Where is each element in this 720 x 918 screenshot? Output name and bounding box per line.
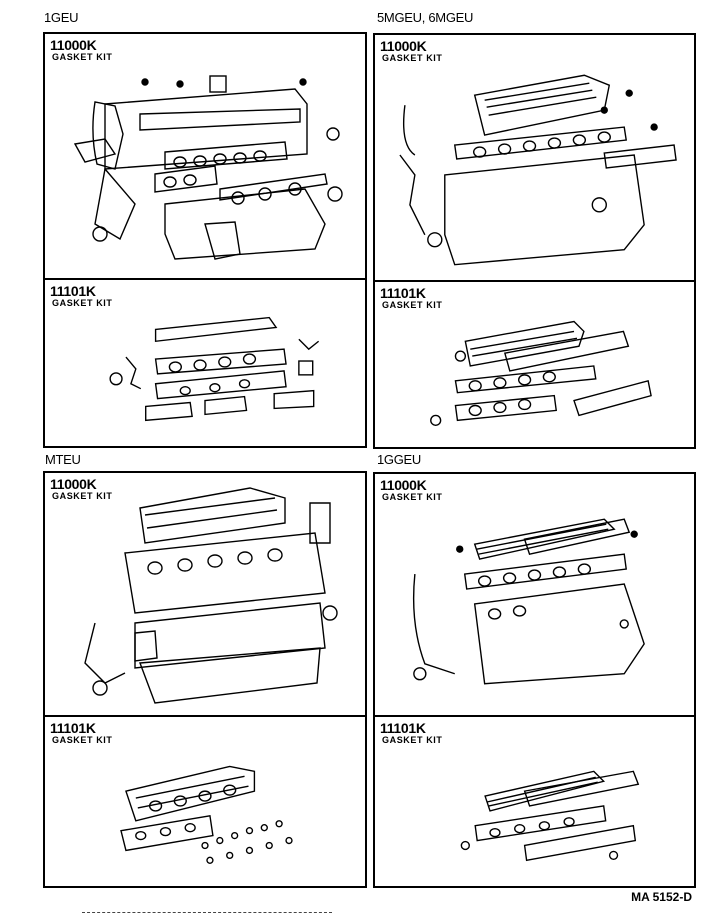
head-gasket-drawing: [375, 717, 694, 886]
kit-cell-11000k: 11000K GASKET KIT: [45, 473, 365, 715]
part-name: GASKET KIT: [52, 491, 113, 501]
kit-cell-11101k: 11101K GASKET KIT: [375, 280, 694, 447]
engine-label-5mgeu-6mgeu: 5MGEU, 6MGEU: [377, 10, 474, 25]
kit-cell-11101k: 11101K GASKET KIT: [45, 715, 365, 886]
panel-mteu: 11000K GASKET KIT 11101K GASKET KIT: [43, 471, 367, 888]
engine-label-1geu: 1GEU: [44, 10, 79, 25]
kit-cell-11000k: 11000K GASKET KIT: [375, 474, 694, 715]
part-number: 11101K: [380, 285, 426, 301]
part-name: GASKET KIT: [382, 300, 443, 310]
engine-gasket-drawing: [375, 35, 694, 280]
panel-1ggeu: 11000K GASKET KIT 11101K GASKET KIT: [373, 472, 696, 888]
engine-label-1ggeu: 1GGEU: [377, 452, 422, 467]
panel-1geu: 11000K GASKET KIT 11101K GASKET KIT: [43, 32, 367, 448]
part-number: 11000K: [50, 37, 97, 53]
engine-gasket-drawing: [375, 474, 694, 715]
head-gasket-drawing: [375, 282, 694, 447]
engine-gasket-drawing: [45, 473, 365, 715]
part-name: GASKET KIT: [52, 52, 113, 62]
head-gasket-drawing: [45, 717, 365, 886]
part-number: 11101K: [50, 283, 96, 299]
part-number: 11101K: [380, 720, 426, 736]
figure-code: MA 5152-D: [631, 890, 692, 904]
part-number: 11000K: [50, 476, 97, 492]
part-number: 11101K: [50, 720, 96, 736]
part-number: 11000K: [380, 477, 427, 493]
kit-cell-11101k: 11101K GASKET KIT: [375, 715, 694, 886]
part-name: GASKET KIT: [52, 735, 113, 745]
part-name: GASKET KIT: [52, 298, 113, 308]
part-name: GASKET KIT: [382, 735, 443, 745]
scan-artifact: [82, 912, 332, 914]
head-gasket-drawing: [45, 280, 365, 446]
engine-label-mteu: MTEU: [45, 452, 81, 467]
panel-5mgeu-6mgeu: 11000K GASKET KIT 11101K GASKET KIT: [373, 33, 696, 449]
kit-cell-11000k: 11000K GASKET KIT: [45, 34, 365, 278]
part-number: 11000K: [380, 38, 427, 54]
kit-cell-11101k: 11101K GASKET KIT: [45, 278, 365, 446]
kit-cell-11000k: 11000K GASKET KIT: [375, 35, 694, 280]
part-name: GASKET KIT: [382, 492, 443, 502]
part-name: GASKET KIT: [382, 53, 443, 63]
engine-gasket-drawing: [45, 34, 365, 278]
